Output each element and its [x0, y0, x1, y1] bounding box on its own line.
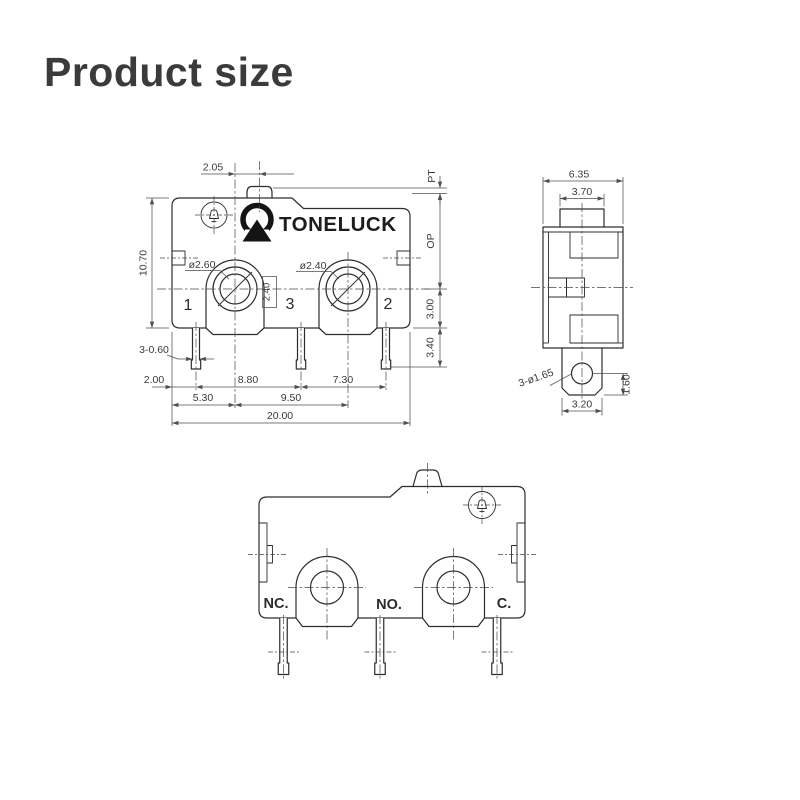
front-dimensions: 2.05 PT OP 3.00 3.40 10.70 ø2.60 ø2.: [138, 162, 447, 426]
bottom-view: NC. NO. C.: [248, 463, 536, 680]
logo-triangle-icon: [242, 219, 272, 242]
dim-hole1-to-hole2: 9.50: [281, 392, 302, 404]
dim-hole-right-dia: ø2.40: [300, 260, 327, 272]
bell-mark-icon: [195, 196, 233, 234]
dim-pin-thickness: 3-0.60: [139, 344, 169, 356]
terminal-label-no: NO.: [376, 597, 402, 613]
pin-no: [374, 618, 386, 676]
switch-body-outline: [171, 197, 411, 336]
dim-hole-left-dia: ø2.60: [189, 259, 216, 271]
dim-terminal-width: 3.20: [572, 399, 593, 411]
terminal-label-nc: NC.: [264, 596, 289, 612]
dim-terminal-hole: 3-ø1.65: [517, 367, 555, 390]
terminal-label-1: 1: [184, 297, 193, 314]
dim-plunger-dia: 3.70: [572, 186, 593, 198]
side-dimensions: 6.35 3.70 3-ø1.65 3.20 1.60: [517, 169, 633, 416]
pin-nc: [277, 618, 290, 676]
logo-text: TONELUCK: [279, 213, 397, 236]
side-view: 6.35 3.70 3-ø1.65 3.20 1.60: [517, 169, 633, 416]
dim-hole-inner: 2.40: [262, 283, 273, 302]
toneluck-logo: TONELUCK: [240, 202, 397, 243]
terminal-label-c: C.: [497, 596, 512, 612]
bottom-hole-left: [288, 548, 366, 640]
dim-body-height: 10.70: [138, 250, 150, 276]
page-title: Product size: [44, 49, 294, 95]
dim-hole-to-tip: 1.60: [621, 374, 633, 395]
front-centerlines: [157, 161, 430, 408]
bottom-hole-right: [414, 548, 493, 640]
pin-c: [491, 618, 503, 676]
dim-body-depth: 6.35: [569, 169, 590, 181]
terminal-label-2: 2: [384, 296, 393, 313]
dim-pin3-to-pin2: 7.30: [333, 374, 354, 386]
dim-hole-to-bottom: 3.00: [425, 299, 437, 320]
dim-edge-to-hole1: 5.30: [193, 392, 214, 404]
dim-edge-to-pin1: 2.00: [144, 374, 165, 386]
terminal-label-3: 3: [286, 296, 295, 313]
bell-mark-icon-bottom: [463, 486, 501, 524]
side-terminal: [561, 347, 603, 396]
dim-pretravel: PT: [426, 169, 438, 183]
dim-plunger-offset: 2.05: [203, 162, 224, 174]
front-view: TONELUCK: [138, 161, 447, 426]
dim-pin1-to-pin3: 8.80: [238, 374, 259, 386]
dim-operating-position: OP: [425, 233, 437, 248]
dim-total-width: 20.00: [267, 410, 293, 422]
bottom-body-outline: [258, 485, 526, 628]
dim-pin-length: 3.40: [425, 337, 437, 358]
